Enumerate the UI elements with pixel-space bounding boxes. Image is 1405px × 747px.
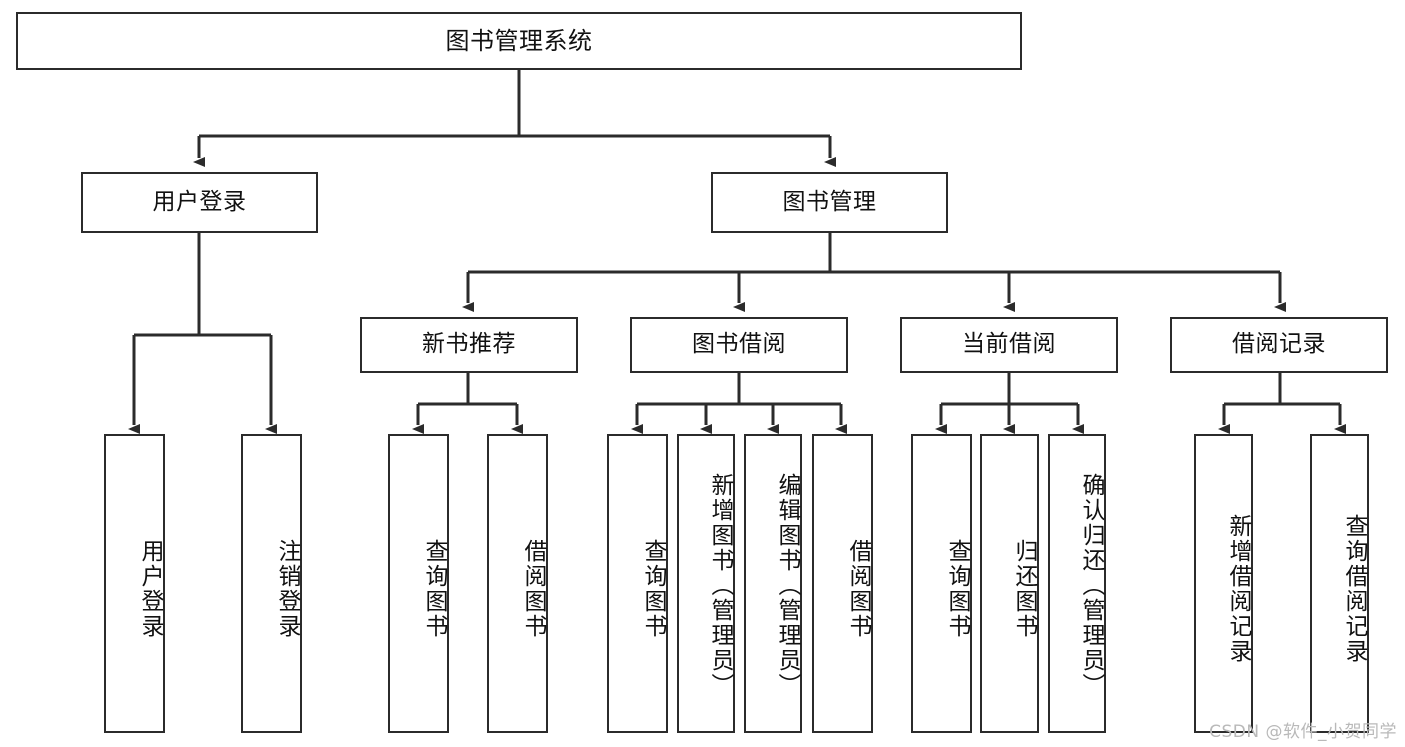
leaf-book-borrow-query[interactable]: 查询图书 (607, 434, 668, 733)
node-root-system[interactable]: 图书管理系统 (16, 12, 1022, 70)
node-current-borrow[interactable]: 当前借阅 (900, 317, 1118, 373)
leaf-borrow-record-add-label: 新增借阅记录 (1225, 513, 1251, 664)
node-book-borrow[interactable]: 图书借阅 (630, 317, 848, 373)
node-borrow-record-label: 借阅记录 (1232, 331, 1326, 358)
leaf-user-login-logout[interactable]: 注销登录 (241, 434, 302, 733)
leaf-book-borrow-borrow[interactable]: 借阅图书 (812, 434, 873, 733)
leaf-book-borrow-add-label: 新增图书（管理员） (707, 473, 733, 698)
node-borrow-record[interactable]: 借阅记录 (1170, 317, 1388, 373)
leaf-user-login-logout-label: 注销登录 (274, 538, 300, 639)
leaf-book-borrow-borrow-label: 借阅图书 (845, 538, 871, 639)
node-new-book-recommend-label: 新书推荐 (422, 331, 516, 358)
leaf-book-borrow-query-label: 查询图书 (640, 538, 666, 639)
leaf-new-book-borrow[interactable]: 借阅图书 (487, 434, 548, 733)
node-book-borrow-label: 图书借阅 (692, 331, 786, 358)
node-book-manage[interactable]: 图书管理 (711, 172, 948, 233)
leaf-borrow-record-add[interactable]: 新增借阅记录 (1194, 434, 1253, 733)
leaf-new-book-query-label: 查询图书 (421, 538, 447, 639)
leaf-current-borrow-return-label: 归还图书 (1011, 538, 1037, 639)
node-book-manage-label: 图书管理 (782, 188, 877, 215)
leaf-current-borrow-return[interactable]: 归还图书 (980, 434, 1039, 733)
leaf-user-login-login[interactable]: 用户登录 (104, 434, 165, 733)
leaf-book-borrow-add[interactable]: 新增图书（管理员） (677, 434, 735, 733)
leaf-current-borrow-query[interactable]: 查询图书 (911, 434, 972, 733)
node-root-system-label: 图书管理系统 (445, 26, 593, 55)
leaf-borrow-record-query-label: 查询借阅记录 (1341, 513, 1367, 664)
node-user-login[interactable]: 用户登录 (81, 172, 318, 233)
csdn-watermark: CSDN @软件_小贺同学 (1209, 722, 1397, 742)
node-user-login-label: 用户登录 (152, 188, 247, 215)
leaf-book-borrow-edit[interactable]: 编辑图书（管理员） (744, 434, 802, 733)
leaf-borrow-record-query[interactable]: 查询借阅记录 (1310, 434, 1369, 733)
leaf-current-borrow-confirm[interactable]: 确认归还（管理员） (1048, 434, 1106, 733)
leaf-user-login-login-label: 用户登录 (137, 538, 163, 639)
leaf-current-borrow-query-label: 查询图书 (944, 538, 970, 639)
leaf-book-borrow-edit-label: 编辑图书（管理员） (774, 473, 800, 698)
leaf-new-book-borrow-label: 借阅图书 (520, 538, 546, 639)
leaf-new-book-query[interactable]: 查询图书 (388, 434, 449, 733)
leaf-current-borrow-confirm-label: 确认归还（管理员） (1078, 473, 1104, 698)
node-current-borrow-label: 当前借阅 (962, 331, 1056, 358)
node-new-book-recommend[interactable]: 新书推荐 (360, 317, 578, 373)
